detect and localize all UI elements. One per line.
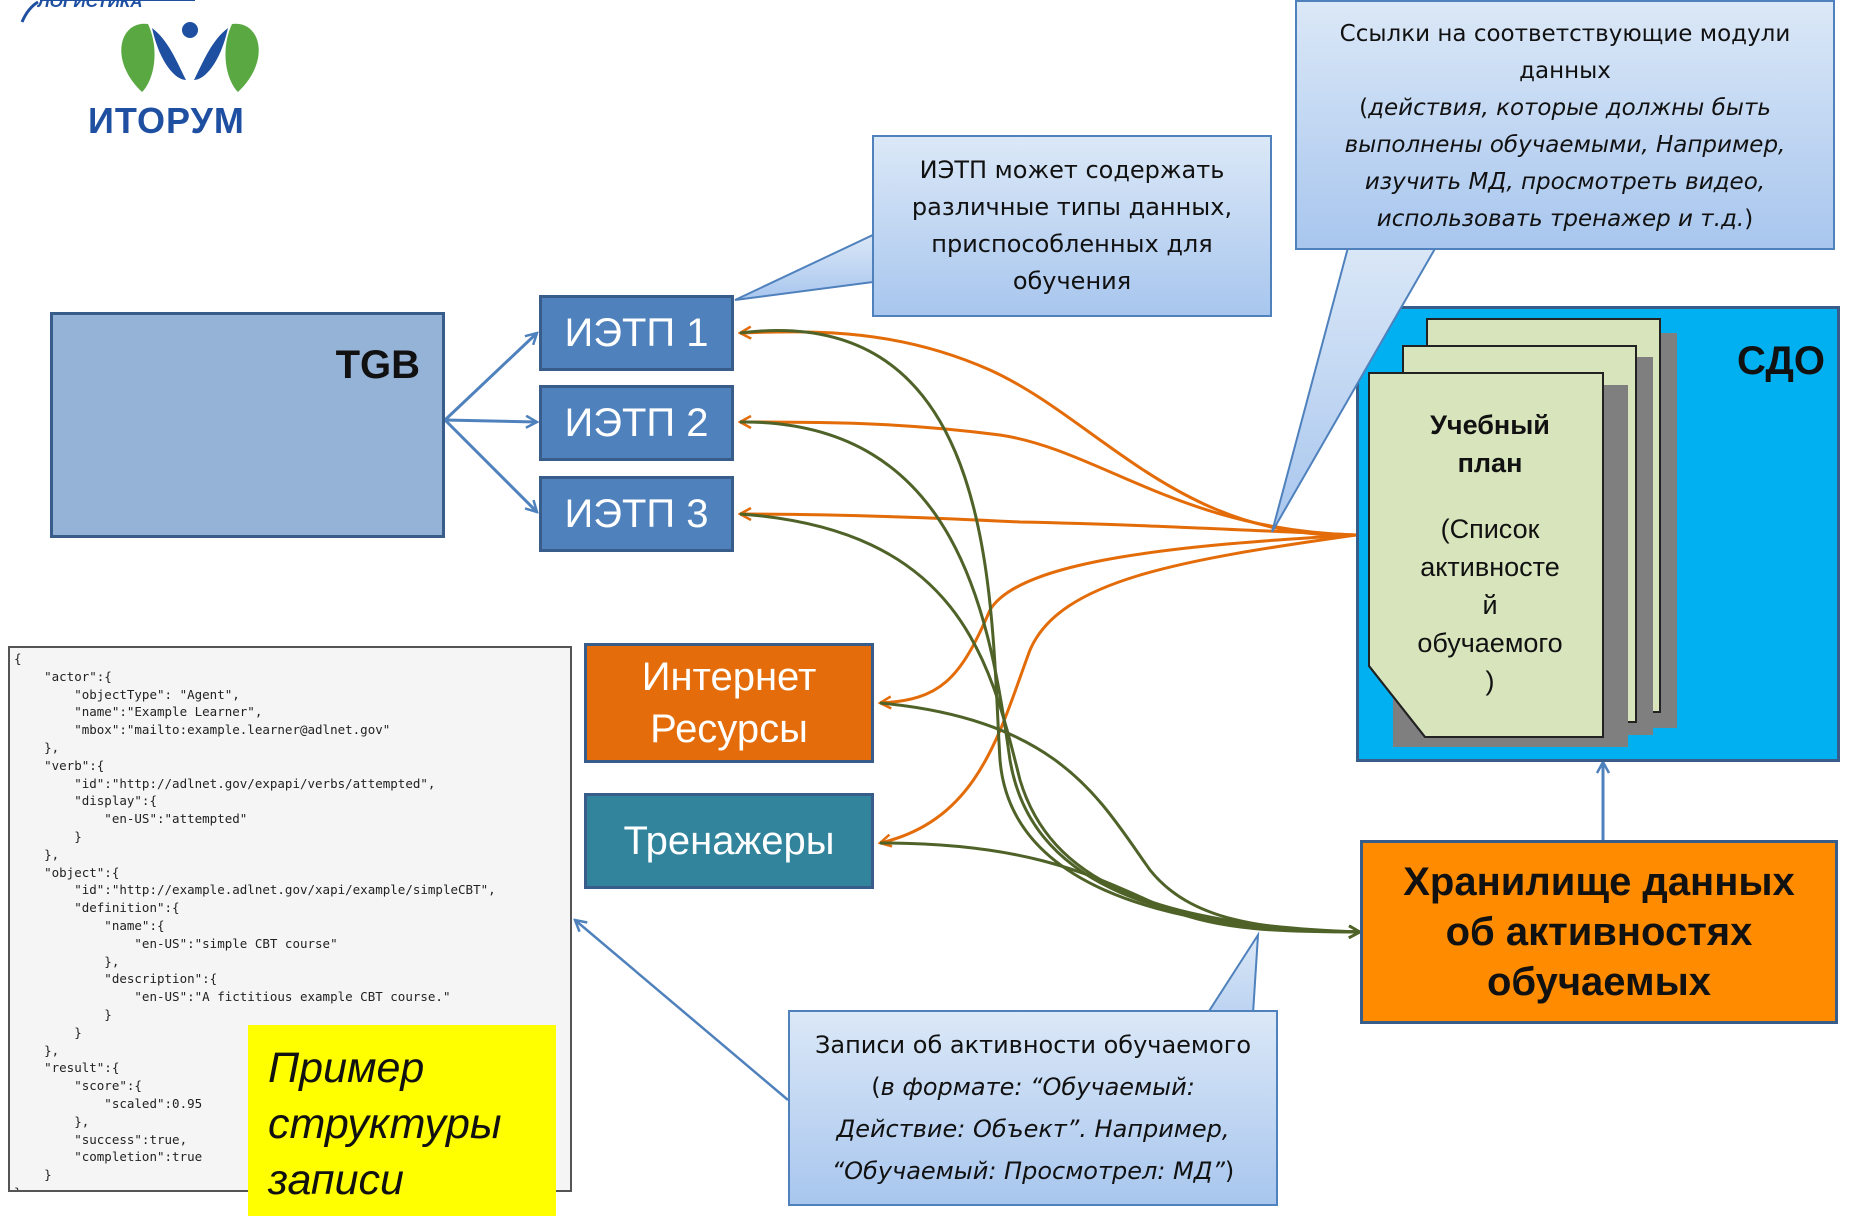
storage-line-1: Хранилище данных [1403, 860, 1795, 904]
callout-links-italic-text-4: использовать тренажер и т.д. [1376, 206, 1745, 232]
tgb-box: TGB [50, 312, 445, 538]
internet-resources-line-1: Интернет [641, 655, 817, 699]
sdo-label: СДО [1737, 339, 1825, 383]
example-label-line-2: структуры [268, 1100, 502, 1148]
callout-records-line-1: Записи об активности обучаемого [814, 1031, 1252, 1059]
callout-links-italic-3: изучить МД, просмотреть видео, [1364, 169, 1766, 195]
logo-arc-icon [20, 0, 259, 92]
callout-links: Ссылки на соответствующие модули данных … [1295, 0, 1835, 250]
callout-records-italic-3: “Обучаемый: Просмотрел: МД”) [831, 1157, 1235, 1185]
callout-ietp-line-4: обучения [1012, 267, 1132, 295]
logo-name: ИТОРУМ [88, 100, 245, 141]
ietp-3-box: ИЭТП 3 [539, 476, 734, 552]
example-label-box: Пример структуры записи [248, 1025, 556, 1216]
callout-links-italic-4: использовать тренажер и т.д.) [1376, 206, 1754, 232]
plan-list-3: й [1482, 590, 1498, 620]
callout-ietp-line-1: ИЭТП может содержать [919, 156, 1225, 184]
plan-list-2: активносте [1420, 552, 1560, 582]
tgb-label: TGB [335, 343, 420, 387]
example-label-line-1: Пример [268, 1044, 425, 1092]
callout-links-pointer [1271, 239, 1442, 533]
example-label-line-3: записи [268, 1156, 404, 1204]
callout-records-italic-text-3: “Обучаемый: Просмотрел: МД” [831, 1157, 1225, 1185]
plan-text: Учебный план (Список активносте й обучае… [1372, 406, 1608, 700]
trainers-box: Тренажеры [584, 793, 874, 889]
logo: ЛОГИСТИКА ИТОРУМ [0, 0, 270, 141]
internet-resources-line-2: Ресурсы [650, 707, 808, 751]
logo-top-text: ЛОГИСТИКА [38, 0, 143, 11]
callout-links-line-2: данных [1519, 58, 1611, 84]
activity-storage-box: Хранилище данных об активностях обучаемы… [1360, 840, 1838, 1024]
ietp-1-box: ИЭТП 1 [539, 295, 734, 371]
storage-line-3: обучаемых [1486, 960, 1712, 1004]
internet-resources-box: Интернет Ресурсы [584, 643, 874, 763]
plan-sheet-front [1368, 372, 1604, 738]
plan-title-2: план [1457, 448, 1523, 478]
storage-line-2: об активностях [1445, 910, 1753, 954]
callout-ietp-line-3: приспособленных для [931, 230, 1213, 258]
plan-title-1: Учебный [1430, 410, 1550, 440]
callout-links-italic-2: выполнены обучаемыми, Например, [1344, 132, 1786, 158]
ietp-2-box: ИЭТП 2 [539, 385, 734, 461]
callout-links-line-1: Ссылки на соответствующие модули [1339, 21, 1791, 47]
callout-records-italic-text-1: в формате: “Обучаемый: [880, 1073, 1195, 1101]
callout-links-italic-1: (действия, которые должны быть [1359, 95, 1771, 121]
plan-list-4: обучаемого [1417, 628, 1563, 658]
callout-ietp-line-2: различные типы данных, [911, 193, 1233, 221]
callout-records: Записи об активности обучаемого (в форма… [788, 1010, 1278, 1206]
example-code: { "actor":{ "objectType": "Agent", "name… [14, 651, 496, 1190]
callout-records-italic-1: (в формате: “Обучаемый: [871, 1073, 1195, 1101]
callout-ietp: ИЭТП может содержать различные типы данн… [872, 135, 1272, 317]
callout-records-italic-2: Действие: Объект”. Например, [836, 1115, 1230, 1143]
plan-list-1: (Список [1440, 514, 1540, 544]
plan-list-5: ) [1485, 666, 1495, 696]
callout-links-italic-text-1: действия, которые должны быть [1368, 95, 1771, 121]
